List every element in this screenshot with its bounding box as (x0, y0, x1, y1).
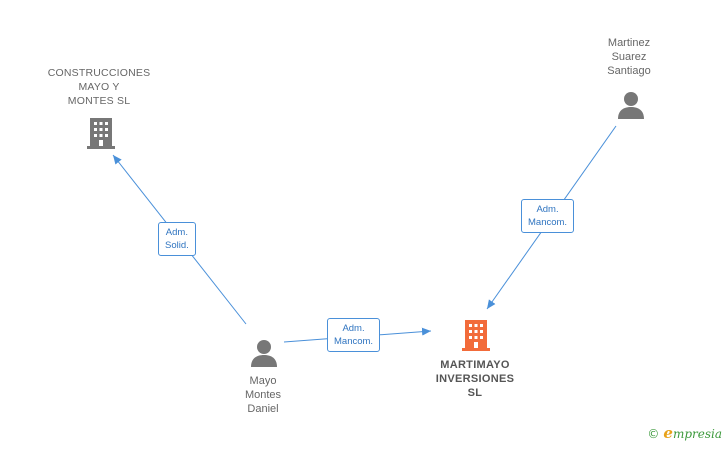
label-line: Martinez (607, 37, 651, 49)
brand-initial: e (663, 424, 673, 442)
label-line: Montes (244, 389, 282, 401)
edge-label-line: Mancom. (334, 336, 374, 347)
label-line: MONTES SL (67, 95, 131, 107)
label-line: Daniel (247, 403, 279, 415)
edge-label-line: Mancom. (528, 217, 568, 228)
building-icon[interactable] (86, 116, 116, 150)
label-line: MAYO Y (78, 81, 120, 93)
edge-label-line: Solid. (165, 240, 189, 251)
person-icon[interactable] (616, 90, 646, 120)
label-line: CONSTRUCCIONES (47, 67, 151, 79)
label-line: SL (467, 387, 483, 399)
edge-label-line: Adm. (165, 227, 188, 238)
node-label-martimayo[interactable]: MARTIMAYO INVERSIONES SL (420, 358, 530, 400)
label-line: Mayo (249, 375, 277, 387)
label-line: INVERSIONES (435, 373, 515, 385)
person-icon[interactable] (249, 338, 279, 368)
brand-logo: ©empresia (647, 424, 722, 442)
edge-label-line: Adm. (342, 323, 365, 334)
edge-label-adm-mancom-1[interactable]: Adm. Mancom. (327, 318, 381, 352)
edge-label-adm-mancom-2[interactable]: Adm. Mancom. (521, 199, 575, 233)
node-label-martinez[interactable]: Martinez Suarez Santiago (589, 36, 669, 78)
copyright-icon: © (647, 427, 660, 441)
building-icon-main[interactable] (461, 317, 491, 353)
brand-name: mpresia (672, 427, 722, 441)
edge-label-adm-solid[interactable]: Adm. Solid. (158, 222, 196, 256)
label-line: Suarez (611, 51, 647, 63)
label-line: Santiago (607, 65, 651, 77)
edge-label-line: Adm. (536, 204, 559, 215)
node-label-mayo[interactable]: Mayo Montes Daniel (223, 374, 303, 416)
node-label-construcciones[interactable]: CONSTRUCCIONES MAYO Y MONTES SL (40, 66, 158, 108)
label-line: MARTIMAYO (440, 359, 510, 371)
